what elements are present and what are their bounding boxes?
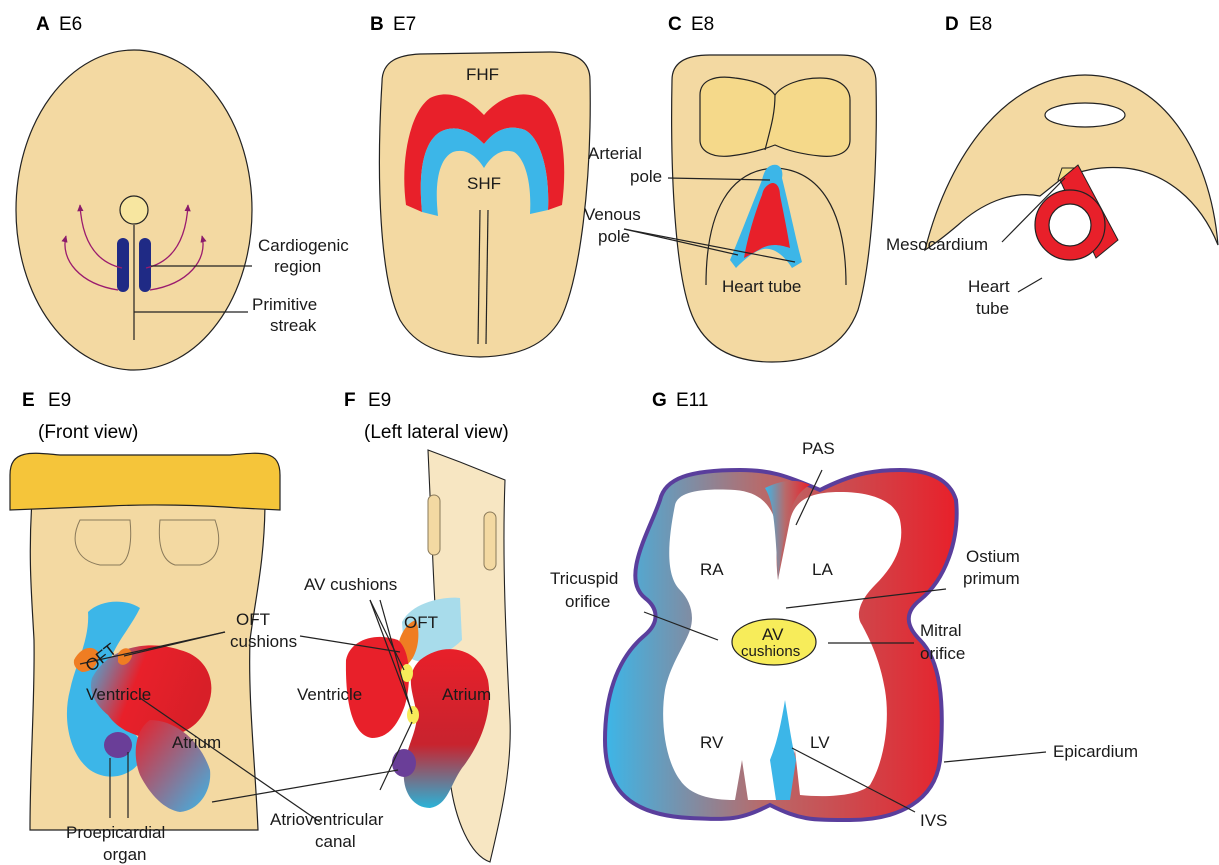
- panel-f-view: (Left lateral view): [364, 422, 509, 443]
- label-cardiogenic-2: region: [274, 257, 321, 276]
- panel-d-letter: D: [945, 14, 959, 35]
- label-tricuspid-2: orifice: [565, 592, 610, 611]
- panel-g-stage: E11: [676, 390, 708, 411]
- label-ivs: IVS: [920, 811, 947, 830]
- neural-tube-d: [1045, 103, 1125, 127]
- panel-f-letter: F: [344, 390, 356, 411]
- panel-b: B E7 FHF SHF: [370, 14, 590, 357]
- panel-d: D E8 Mesocardium Heart tube: [886, 14, 1218, 318]
- label-shf: SHF: [467, 174, 501, 193]
- node-circle: [120, 196, 148, 224]
- label-av-g-1: AV: [762, 625, 784, 644]
- arch-f-1: [428, 495, 440, 555]
- panel-e: E E9 (Front view) OFT OFT cushions Ventr…: [10, 390, 320, 864]
- label-arterial-2: pole: [630, 167, 662, 186]
- somite-left-e: [75, 520, 131, 565]
- label-proepicardial-2: organ: [103, 845, 146, 864]
- somite-right-e: [159, 520, 218, 565]
- label-ra: RA: [700, 560, 724, 579]
- label-oft-cushions-2: cushions: [230, 632, 297, 651]
- panel-e-stage: E9: [48, 390, 71, 411]
- label-la: LA: [812, 560, 833, 579]
- panel-b-stage: E7: [393, 14, 416, 35]
- label-mesocardium: Mesocardium: [886, 235, 988, 254]
- heart-tube-lumen-d: [1049, 204, 1091, 246]
- panel-d-stage: E8: [969, 14, 992, 35]
- cardiogenic-region-right: [139, 238, 151, 292]
- panel-g: G E11 PAS RA LA Ostium primum Tricuspid …: [550, 390, 1138, 830]
- epicardium-leader: [944, 752, 1046, 762]
- label-epicardium: Epicardium: [1053, 742, 1138, 761]
- label-venous-1: Venous: [584, 205, 641, 224]
- label-heart-tube-c: Heart tube: [722, 277, 801, 296]
- panel-b-letter: B: [370, 14, 384, 35]
- panel-a-letter: A: [36, 14, 50, 35]
- panel-a-stage: E6: [59, 14, 82, 35]
- cardiogenic-region-left: [117, 238, 129, 292]
- arch-f-2: [484, 512, 496, 570]
- label-pas: PAS: [802, 439, 835, 458]
- label-arterial-1: Arterial: [588, 144, 642, 163]
- panel-c: C E8 Arterial pole Venous pole Heart tub…: [584, 14, 876, 362]
- label-heart-d-2: tube: [976, 299, 1009, 318]
- av-cushion-lower-f: [407, 706, 419, 724]
- head-e: [10, 453, 280, 510]
- label-venous-2: pole: [598, 227, 630, 246]
- panel-a: A E6 Cardiogenic region Primitive streak: [16, 14, 349, 370]
- proepicardial-organ-f: [392, 749, 416, 777]
- label-mitral-2: orifice: [920, 644, 965, 663]
- label-atrium-f: Atrium: [442, 685, 491, 704]
- label-av-g-2: cushions: [741, 643, 800, 660]
- label-fhf: FHF: [466, 65, 499, 84]
- label-ventricle-e: Ventricle: [86, 685, 151, 704]
- panel-f-stage: E9: [368, 390, 391, 411]
- label-av-cushions-f: AV cushions: [304, 575, 397, 594]
- label-proepicardial-1: Proepicardial: [66, 823, 165, 842]
- label-rv: RV: [700, 733, 724, 752]
- label-mitral-1: Mitral: [920, 621, 962, 640]
- heart-tube-leader-d: [1018, 278, 1042, 292]
- label-streak-2: streak: [270, 316, 317, 335]
- label-atrium-e: Atrium: [172, 733, 221, 752]
- label-cardiogenic-1: Cardiogenic: [258, 236, 349, 255]
- label-heart-d-1: Heart: [968, 277, 1010, 296]
- panel-e-view: (Front view): [38, 422, 138, 443]
- label-tricuspid-1: Tricuspid: [550, 569, 618, 588]
- label-lv: LV: [810, 733, 830, 752]
- label-av-canal-1: Atrioventricular: [270, 810, 384, 829]
- label-oft-cushions-1: OFT: [236, 610, 270, 629]
- panel-c-stage: E8: [691, 14, 714, 35]
- label-ventricle-f: Ventricle: [297, 685, 362, 704]
- label-ostium-2: primum: [963, 569, 1020, 588]
- label-ostium-1: Ostium: [966, 547, 1020, 566]
- label-streak-1: Primitive: [252, 295, 317, 314]
- panel-e-letter: E: [22, 390, 35, 411]
- panel-g-letter: G: [652, 390, 667, 411]
- label-av-canal-2: canal: [315, 832, 356, 851]
- panel-c-letter: C: [668, 14, 682, 35]
- label-oft-f: OFT: [404, 613, 438, 632]
